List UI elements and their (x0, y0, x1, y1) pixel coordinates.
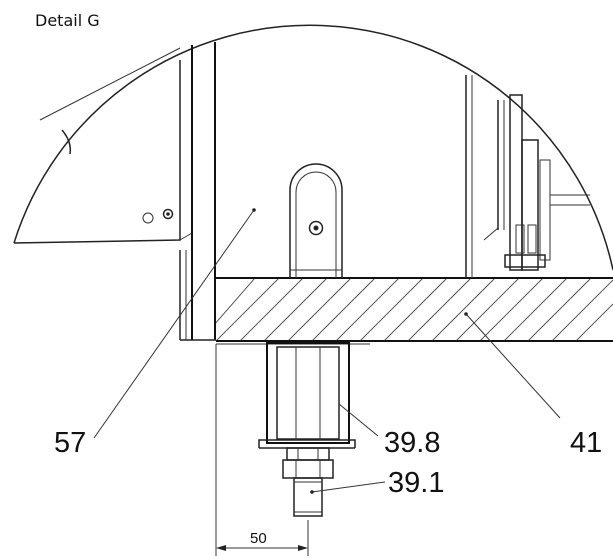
u-channel-39-8 (258, 342, 356, 449)
callout-41: 41 (570, 427, 602, 459)
bracket-bolt-icon (308, 220, 324, 236)
hatched-beam-41 (216, 277, 613, 345)
callout-57: 57 (54, 427, 86, 459)
detail-circle-outline (13, 24, 613, 271)
bolt-hole-icon (142, 212, 154, 224)
callout-39-8: 39.8 (384, 427, 440, 459)
right-frame (465, 75, 473, 278)
leader-lines (93, 208, 561, 494)
dimension-label: 50 (250, 530, 267, 547)
callout-39-1: 39.1 (388, 467, 444, 499)
detail-title: Detail G (35, 11, 100, 30)
bracket-tab (289, 163, 343, 278)
right-mechanism (483, 94, 590, 271)
left-plate (13, 47, 193, 244)
bolt-head-icon (162, 208, 174, 220)
dimension-50: 50 (215, 344, 309, 556)
vertical-column (179, 42, 216, 341)
curved-edge-icon (61, 129, 72, 155)
threaded-rod-39-1 (282, 447, 334, 517)
